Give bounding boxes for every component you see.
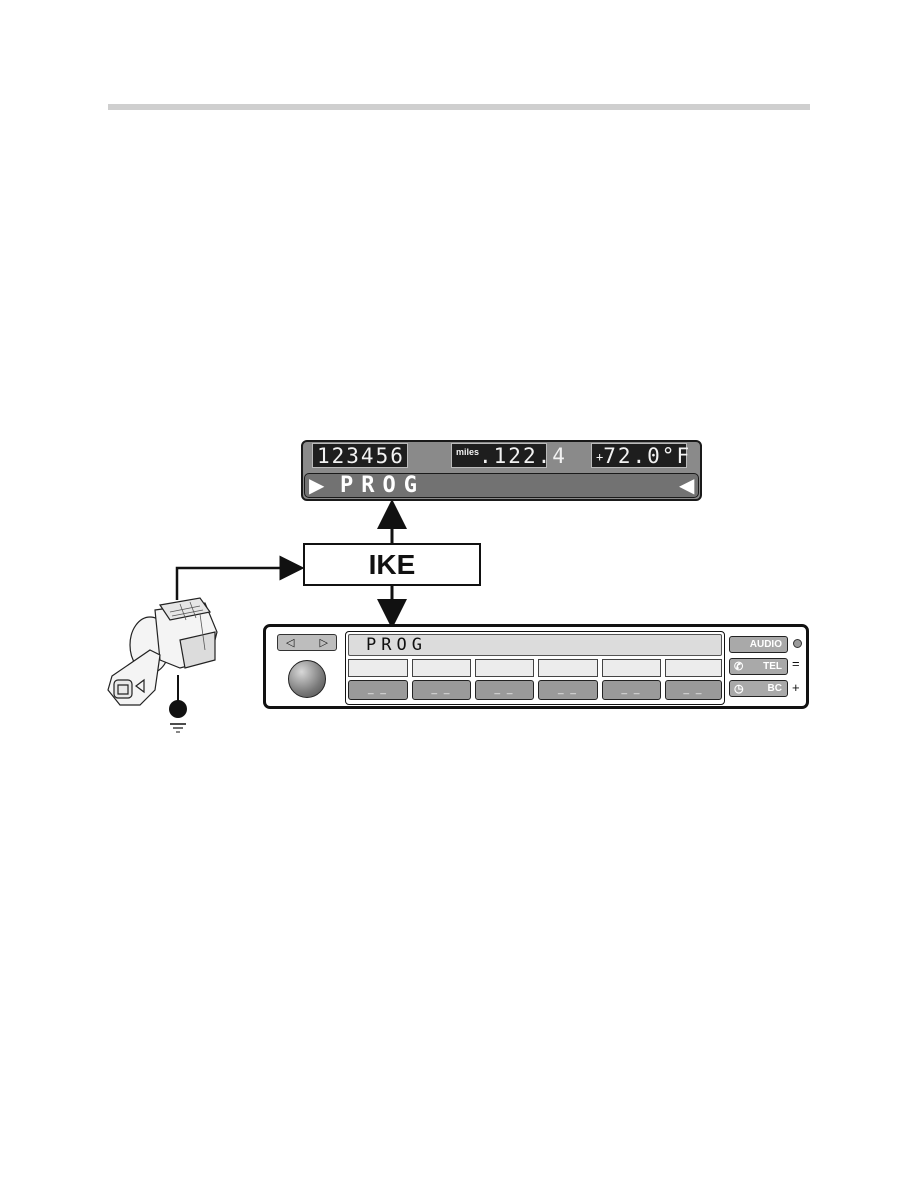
softkey-5[interactable]	[602, 659, 661, 677]
right-arrow-icon: ▷	[319, 637, 328, 649]
trip-value: .122.4	[479, 444, 567, 468]
turn-signal-stalk-illustration	[107, 597, 218, 706]
ike-module-box: IKE	[303, 543, 481, 586]
softkey-3[interactable]	[475, 659, 534, 677]
trip-readout: miles.122.4	[451, 443, 565, 468]
temperature-value: 72.0°F	[603, 444, 692, 468]
bc-button[interactable]: ◷ BC	[729, 680, 788, 697]
radio-screen-text: PROG	[366, 635, 427, 655]
bc-button-label: BC	[767, 683, 782, 694]
softkey-6[interactable]	[665, 659, 722, 677]
temperature-sign: +	[596, 450, 604, 464]
cluster-message-strip	[304, 473, 699, 498]
softkey-4[interactable]	[538, 659, 598, 677]
trip-unit: miles	[456, 447, 480, 457]
header-rule	[108, 104, 810, 110]
equals-symbol: =	[792, 656, 800, 671]
preset-button-1[interactable]: _ _	[348, 680, 408, 700]
audio-button-label: AUDIO	[749, 639, 782, 650]
preset-button-4[interactable]: _ _	[538, 680, 598, 700]
softkey-2[interactable]	[412, 659, 471, 677]
wire-stalk-to-ike	[175, 555, 305, 600]
cluster-message-text: PROG	[340, 473, 425, 498]
plus-symbol: +	[792, 680, 800, 695]
tel-button[interactable]: ✆ TEL	[729, 658, 788, 675]
preset-button-3[interactable]: _ _	[475, 680, 534, 700]
preset-button-6[interactable]: _ _	[665, 680, 722, 700]
softkey-1[interactable]	[348, 659, 408, 677]
ground-node	[169, 700, 187, 718]
tel-button-label: TEL	[763, 661, 782, 672]
seek-button[interactable]: ◁ ▷	[277, 634, 337, 651]
cluster-right-arrow-icon: ▶	[309, 475, 325, 497]
status-led	[793, 639, 802, 648]
phone-icon: ✆	[734, 661, 744, 673]
preset-button-2[interactable]: _ _	[412, 680, 471, 700]
audio-button[interactable]: AUDIO	[729, 636, 788, 653]
radio-screen-text-area	[348, 634, 722, 656]
clock-icon: ◷	[734, 683, 744, 695]
odometer-readout: 123456	[312, 443, 408, 468]
left-arrow-icon: ◁	[286, 637, 295, 649]
volume-knob[interactable]	[288, 660, 326, 698]
cluster-left-arrow-icon: ◀	[679, 475, 695, 497]
temperature-readout: +72.0°F	[591, 443, 689, 468]
preset-button-5[interactable]: _ _	[602, 680, 661, 700]
